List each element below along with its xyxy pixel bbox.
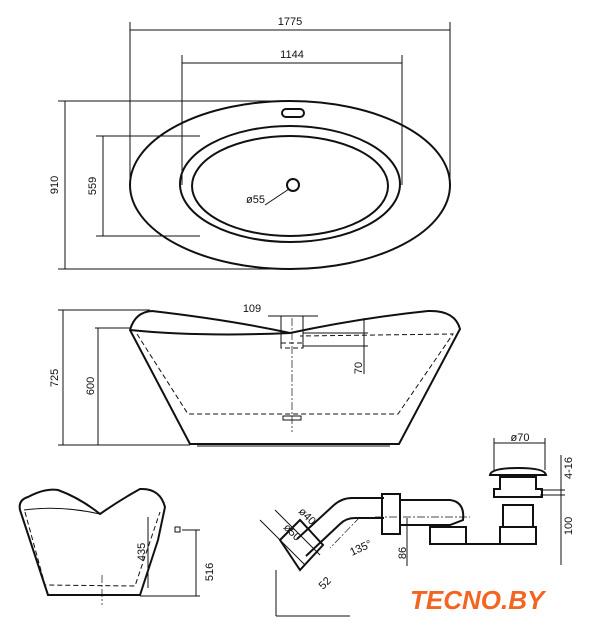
- overflow-offset-label: 109: [243, 303, 261, 315]
- siphon-height-label: 86: [397, 547, 409, 559]
- angle-label: 135°: [348, 538, 374, 558]
- top-view: ø55 1775 1144 910 559: [49, 16, 451, 270]
- tecno-by-logo: TECNO.BY: [350, 585, 600, 615]
- pipe-connector: [278, 518, 325, 572]
- end-overflow-height-label: 516: [204, 563, 216, 581]
- plug-lift-label: 4-16: [563, 457, 575, 479]
- inner-width-label: 559: [87, 177, 99, 195]
- drain-hole: [286, 178, 300, 192]
- overflow-depth-label: 70: [353, 362, 365, 374]
- pipe-diameter-50-label: ø50: [281, 522, 303, 544]
- logo-text: TECNO.BY: [410, 585, 547, 615]
- plug-cap: [488, 466, 548, 476]
- drain-diameter-label: ø55: [246, 194, 265, 206]
- tub-side-outline: [128, 309, 462, 445]
- overall-width-label: 910: [49, 176, 61, 194]
- end-view: 435 516: [18, 487, 216, 605]
- pipe-nut: [381, 493, 401, 535]
- end-inner-depth-label: 435: [136, 543, 148, 561]
- plug-diameter-label: ø70: [511, 432, 530, 444]
- side-view: 109 70 725 600: [49, 303, 462, 447]
- overall-height-label: 725: [49, 369, 61, 387]
- tub-end-outline: [18, 487, 167, 596]
- connector-length-label: 52: [317, 575, 334, 592]
- drain-height-label: 100: [563, 517, 575, 535]
- drain-elbow-pipe: [296, 497, 384, 557]
- overflow-slot: [281, 108, 305, 118]
- tub-basin: [191, 135, 389, 237]
- tub-inner-rim: [179, 125, 401, 243]
- inner-length-label: 1144: [280, 49, 304, 61]
- siphon-detail: ø40 ø50 135° 52 86 ø70 4-16 100: [259, 432, 575, 617]
- rim-height-label: 600: [85, 377, 97, 395]
- leader-line: [264, 188, 290, 206]
- overall-length-label: 1775: [278, 16, 302, 28]
